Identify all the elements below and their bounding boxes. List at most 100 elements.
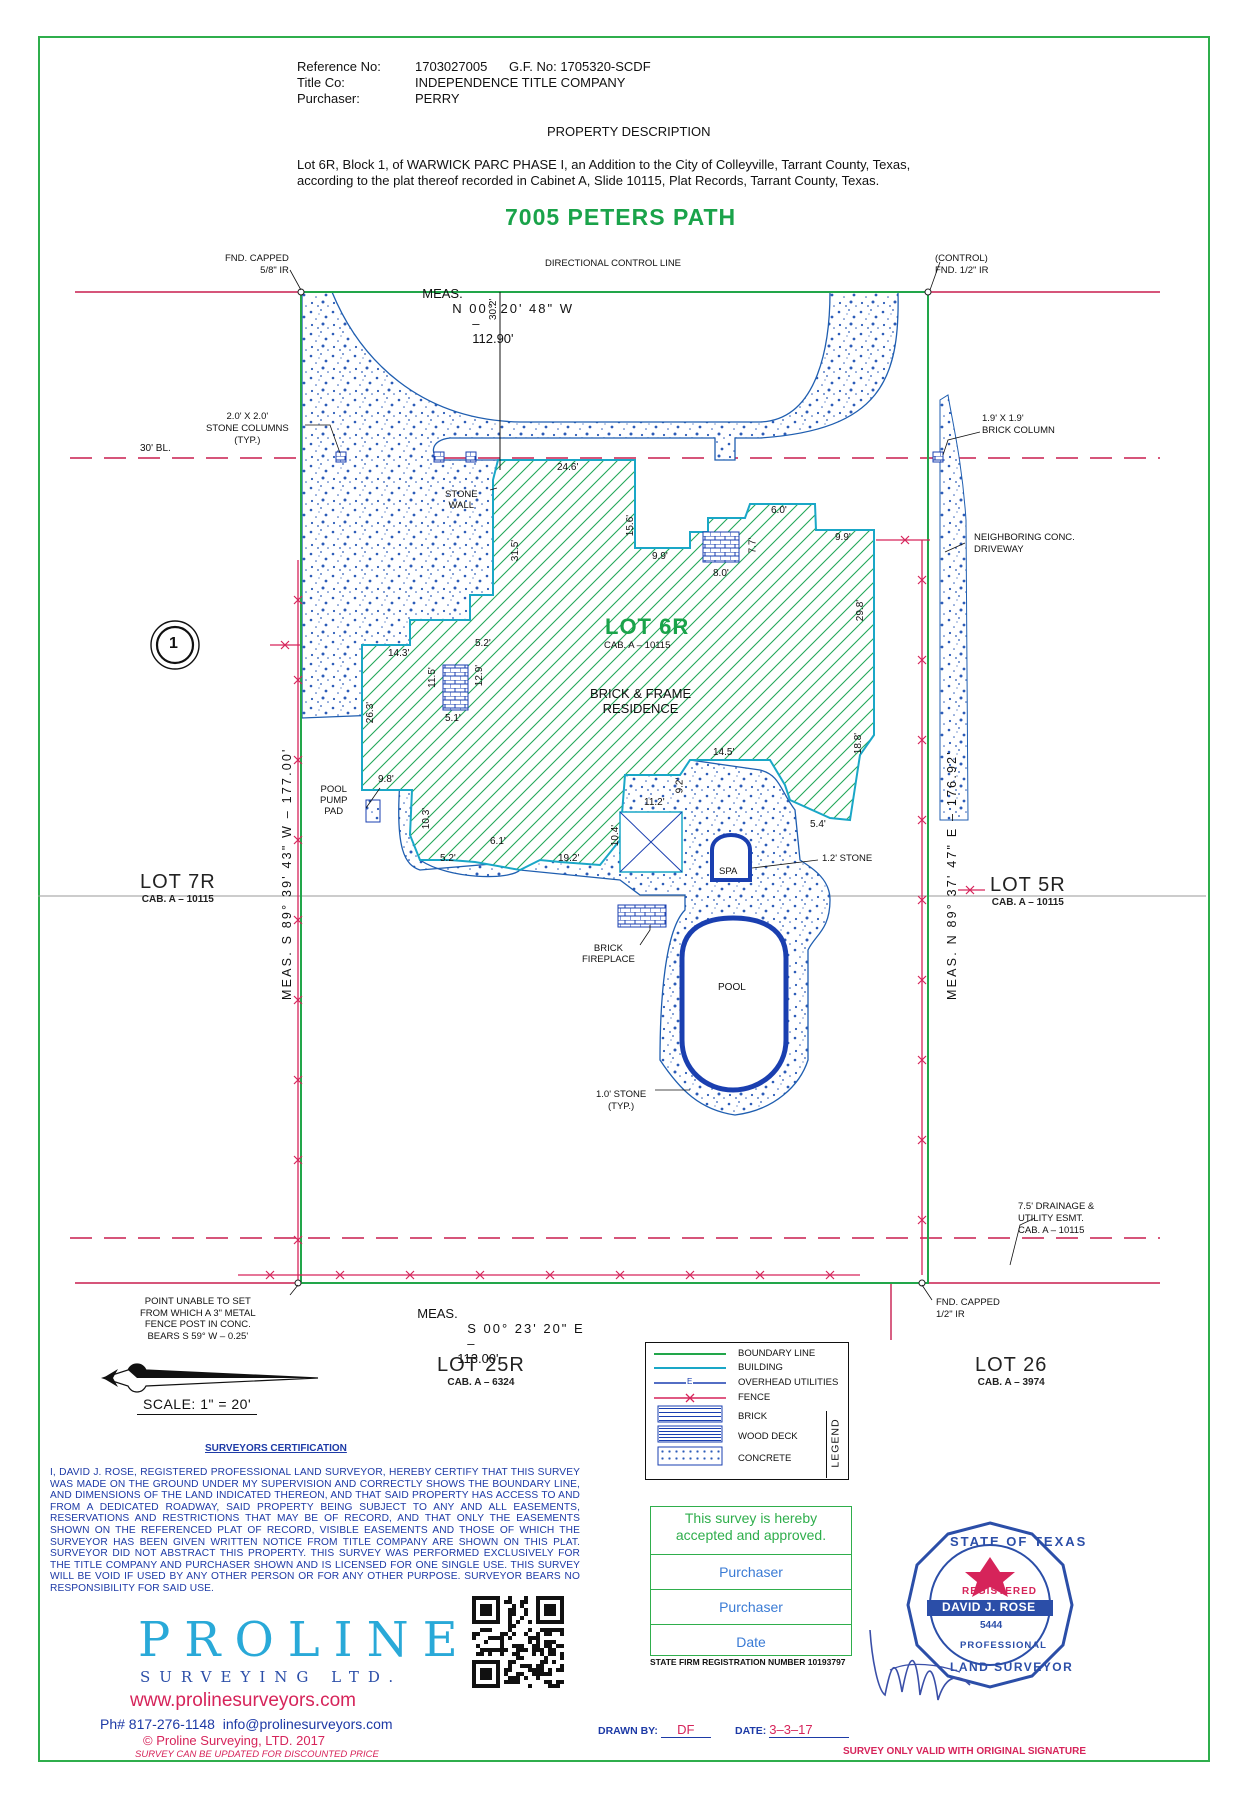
legend-item-building: BUILDING	[738, 1362, 783, 1373]
neighbor-drive-2: DRIVEWAY	[974, 544, 1024, 555]
dim-14-3: 14.3'	[388, 648, 410, 659]
certification-heading: SURVEYORS CERTIFICATION	[205, 1443, 347, 1454]
pool-label: POOL	[718, 982, 746, 993]
fence-mark	[293, 995, 303, 1005]
south-distance: 113.00'	[457, 1351, 499, 1366]
lot-6r-cab: CAB. A – 10115	[604, 640, 671, 651]
dim-8-0: 8.0'	[713, 568, 729, 579]
fnd-capped-se-2: 1/2" IR	[936, 1309, 965, 1320]
fence-mark	[917, 655, 927, 665]
dim-5-1: 5.1'	[445, 713, 461, 724]
fence-mark	[900, 535, 910, 545]
dim-5-2-b: 5.2'	[440, 853, 456, 864]
lot-7r-name: LOT 7R	[140, 871, 216, 893]
legend-title: LEGEND	[829, 1418, 842, 1468]
stone-12-label: 1.2' STONE	[822, 853, 873, 864]
scale-label: SCALE: 1" = 20'	[137, 1396, 258, 1415]
south-dash: –	[467, 1336, 475, 1351]
valid-note: SURVEY ONLY VALID WITH ORIGINAL SIGNATUR…	[843, 1746, 1086, 1757]
fence-mark	[280, 640, 290, 650]
company-email: info@prolinesurveyors.com	[222, 1716, 393, 1732]
seal-top: STATE OF TEXAS	[950, 1534, 1088, 1549]
legend-item-concrete: CONCRETE	[738, 1453, 792, 1464]
brick-column-east	[932, 451, 944, 463]
dim-7-7: 7.7'	[747, 537, 759, 554]
gf-label: G.F. No:	[509, 59, 557, 74]
acceptance-text: This survey is hereby accepted and appro…	[651, 1507, 851, 1554]
fence-mark	[293, 1155, 303, 1165]
date-row: Date	[651, 1624, 851, 1659]
drainage-2: UTILITY ESMT.	[1018, 1213, 1084, 1224]
date-block: DATE: 3–3–17	[735, 1722, 850, 1738]
date-label: DATE:	[735, 1725, 767, 1737]
stone-columns-2: STONE COLUMNS	[206, 423, 289, 434]
residence-label: BRICK & FRAME RESIDENCE	[590, 686, 691, 716]
setback-dim-label: 30.2'	[488, 298, 499, 320]
corner-se	[918, 1279, 926, 1287]
legend-utility-mark: E	[686, 1377, 694, 1386]
spa-shape	[710, 833, 752, 882]
date-value: 3–3–17	[769, 1722, 850, 1738]
dim-10-3: 10.3'	[421, 807, 433, 830]
stone-column-1	[335, 451, 347, 463]
legend-concrete-swatch	[659, 1448, 721, 1464]
seal-registered: REGISTERED	[962, 1586, 1038, 1597]
qr-code-icon	[472, 1596, 564, 1688]
company-note: SURVEY CAN BE UPDATED FOR DISCOUNTED PRI…	[135, 1749, 379, 1760]
acceptance-stamp: This survey is hereby accepted and appro…	[650, 1506, 852, 1656]
point-unable-2: FROM WHICH A 3" METAL	[140, 1307, 256, 1319]
west-line-meas: MEAS. S 89° 39' 43" W – 177.00'	[280, 747, 294, 1000]
fence-mark	[917, 1055, 927, 1065]
fence-mark	[293, 915, 303, 925]
pool-pump-1: POOL	[320, 784, 347, 795]
company-copyright: © Proline Surveying, LTD. 2017	[143, 1733, 326, 1748]
brick-column-1: 1.9' X 1.9'	[982, 413, 1024, 424]
brick-front-entry	[702, 531, 740, 563]
drawn-by: DRAWN BY: DF	[598, 1722, 711, 1738]
brick-column-label: 1.9' X 1.9' BRICK COLUMN	[982, 413, 1055, 437]
legend-box: E BOUNDARY LINE BUILDING OVERHEAD UTILIT…	[645, 1342, 849, 1480]
legend-item-boundary: BOUNDARY LINE	[738, 1348, 816, 1359]
stone-10-label: 1.0' STONE (TYP.)	[596, 1089, 646, 1113]
lot-26: LOT 26 CAB. A – 3974	[975, 1354, 1047, 1388]
legend-item-fence: FENCE	[738, 1392, 771, 1403]
neighbor-drive-label: NEIGHBORING CONC. DRIVEWAY	[974, 532, 1075, 556]
spa-label: SPA	[719, 866, 738, 877]
fence-mark	[405, 1270, 415, 1280]
brick-fireplace-label: BRICK FIREPLACE	[582, 943, 635, 965]
address-title: 7005 PETERS PATH	[505, 204, 737, 230]
dim-31-5: 31.5'	[510, 539, 522, 562]
legend-brick-swatch	[659, 1407, 721, 1421]
north-distance: 112.90'	[472, 331, 514, 346]
lot-7r-cab: CAB. A – 10115	[141, 894, 214, 905]
seal-professional: PROFESSIONAL	[960, 1640, 1047, 1651]
purchaser-row-1: Purchaser	[651, 1554, 851, 1589]
residence-1: BRICK & FRAME	[590, 686, 692, 701]
state-firm-registration: STATE FIRM REGISTRATION NUMBER 10193797	[650, 1657, 846, 1667]
legend-item-utilities: OVERHEAD UTILITIES	[738, 1377, 839, 1388]
page-border	[38, 36, 1210, 1762]
signature	[869, 1629, 971, 1701]
purchaser-value: PERRY	[415, 91, 460, 106]
lot-5r: LOT 5R CAB. A – 10115	[990, 874, 1066, 908]
section-circle-number: 1	[169, 635, 178, 652]
title-co-value: INDEPENDENCE TITLE COMPANY	[415, 75, 626, 90]
lot-25r-cab: CAB. A – 6324	[447, 1377, 515, 1388]
fnd-capped-nw-2: 5/8" IR	[260, 265, 289, 276]
north-bearing: N 00° 20' 48" W	[452, 301, 575, 316]
fence-mark	[265, 1270, 275, 1280]
property-line-2: according to the plat thereof recorded i…	[297, 173, 880, 188]
stone-wall-label: STONE WALL	[445, 489, 478, 511]
legend-item-wood-deck: WOOD DECK	[738, 1431, 798, 1442]
reference-value: 1703027005	[415, 59, 488, 74]
dim-18-8: 18.8'	[853, 732, 865, 755]
lot-7r: LOT 7R CAB. A – 10115	[140, 871, 216, 905]
dim-9-2: 9.2'	[674, 777, 686, 794]
certification-body: I, DAVID J. ROSE, REGISTERED PROFESSIONA…	[50, 1467, 580, 1594]
dim-29-8: 29.8'	[855, 599, 867, 622]
control-ne-1: (CONTROL)	[935, 253, 988, 264]
lot-5r-name: LOT 5R	[990, 874, 1066, 896]
fence-mark	[917, 815, 927, 825]
company-sub: SURVEYING LTD.	[140, 1668, 403, 1686]
